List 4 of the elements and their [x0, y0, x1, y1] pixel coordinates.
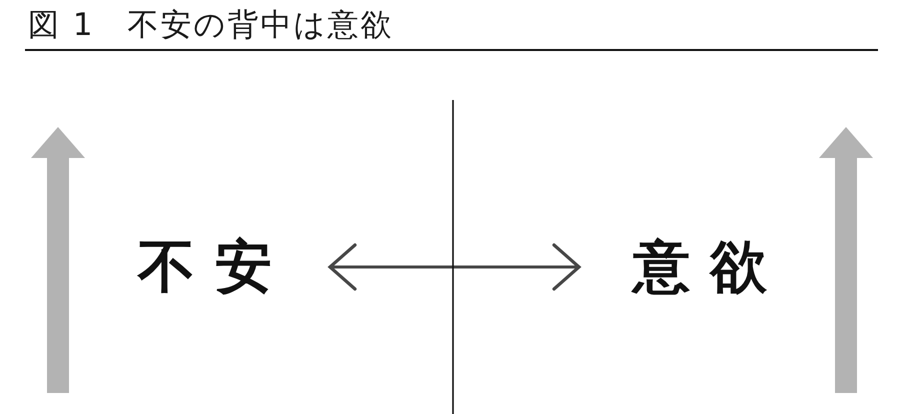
concept-label: 意欲: [633, 237, 787, 297]
double-arrow: [328, 243, 581, 291]
figure-title: 図 1 不安の背中は意欲: [28, 7, 394, 43]
concept-label: 不安: [138, 237, 292, 297]
